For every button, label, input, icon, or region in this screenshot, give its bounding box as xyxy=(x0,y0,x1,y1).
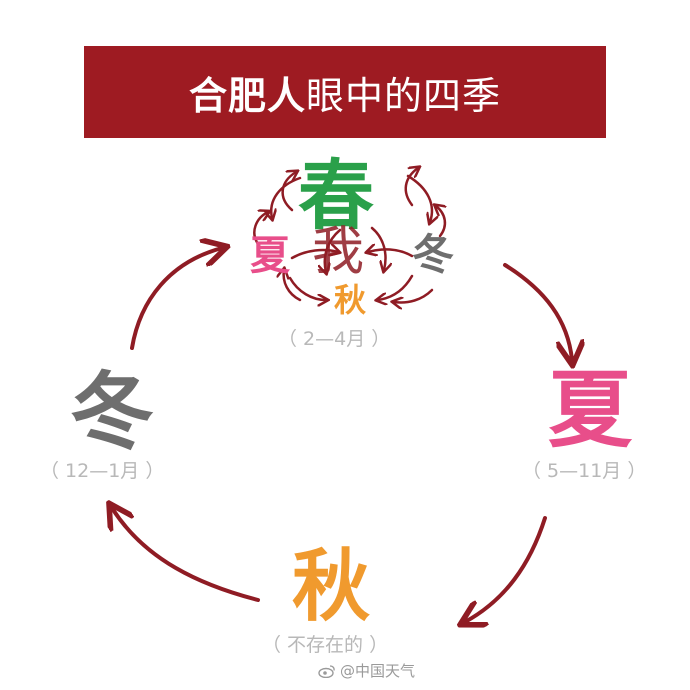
cluster-autumn-label: 秋 xyxy=(334,281,367,319)
arrow-summer-to-autumn xyxy=(465,516,547,622)
winter-label: 冬 xyxy=(70,363,155,461)
title-light: 眼中的四季 xyxy=(306,73,502,118)
arrow-winter-to-spring xyxy=(130,248,222,350)
cluster-summer-label: 夏 xyxy=(250,233,290,279)
title-bold: 合肥人 xyxy=(188,73,306,118)
cluster-me-label: 我 xyxy=(312,222,365,282)
watermark-text: @中国天气 xyxy=(340,662,416,680)
cluster-winter-label: 冬 xyxy=(412,230,455,279)
title-banner: 合肥人眼中的四季 xyxy=(84,46,606,138)
summer-months: （ 5—11月 ） xyxy=(522,460,647,482)
watermark: @中国天气 xyxy=(318,660,415,681)
spring-cluster-arrows xyxy=(253,168,445,303)
autumn-months: （ 不存在的 ） xyxy=(262,634,389,656)
summer-label: 夏 xyxy=(548,361,633,459)
weibo-logo-icon xyxy=(318,665,335,678)
spring-months: （ 2—4月 ） xyxy=(278,328,391,350)
arrow-autumn-to-winter xyxy=(112,508,260,602)
winter-months: （ 12—1月 ） xyxy=(40,460,165,482)
page-title: 合肥人眼中的四季 xyxy=(189,65,501,120)
spring-label: 春 xyxy=(298,151,374,240)
arrow-spring-to-summer xyxy=(503,263,572,360)
autumn-label: 秋 xyxy=(292,542,371,632)
